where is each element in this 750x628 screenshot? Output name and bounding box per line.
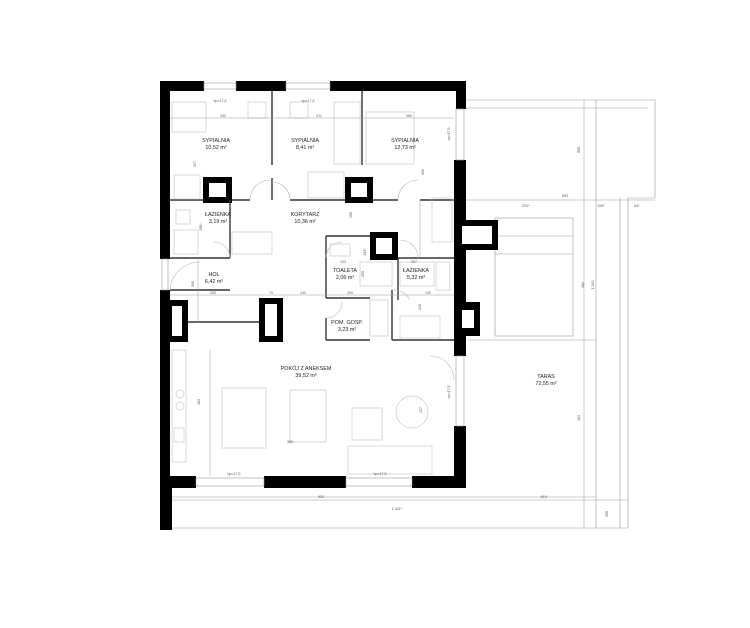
furniture <box>171 101 453 475</box>
dim-hp-a: hp=17,5 <box>213 99 226 103</box>
dim-133: 133 <box>340 260 346 264</box>
dim-64: 64* <box>634 204 640 208</box>
windows <box>161 82 465 487</box>
room-sypialnia-3-name: SYPIALNIA <box>391 138 419 144</box>
dim-332: 332 <box>220 114 226 118</box>
room-korytarz-name: KORYTARZ <box>291 212 321 218</box>
dim-305: 305 <box>191 281 195 287</box>
dim-130: 130 <box>425 291 431 295</box>
dim-1243: 1 243 <box>591 281 595 290</box>
dim-140: 140 <box>300 291 306 295</box>
dim-70: 70 <box>269 291 273 295</box>
room-sypialnia-1-area: 10,52 m² <box>205 145 226 151</box>
room-lazienka-1-area: 3,19 m² <box>209 219 227 225</box>
dim-192: 192* <box>363 248 367 256</box>
room-pom-gosp-name: POM. GOSP. <box>331 320 363 326</box>
dim-hp-c: hp=17,5 <box>447 127 451 140</box>
dim-464: 464 <box>577 415 581 421</box>
room-korytarz-area: 10,36 m² <box>294 219 315 225</box>
dim-257: 257 <box>411 260 417 264</box>
dim-158: 158* <box>199 223 203 231</box>
dimension-lines <box>170 100 655 528</box>
dim-195: 195 <box>349 212 353 218</box>
room-lazienka-2-area: 5,32 m² <box>407 275 425 281</box>
partitions <box>170 91 454 341</box>
room-hol-name: HOL <box>208 272 219 278</box>
dim-230: 230 <box>210 291 216 295</box>
room-labels: SYPIALNIA 10,52 m² SYPIALNIA 8,41 m² SYP… <box>202 138 557 387</box>
room-lazienka-2-name: ŁAZIENKA <box>403 268 429 274</box>
dim-491: 491* <box>540 495 548 499</box>
room-sypialnia-1-name: SYPIALNIA <box>202 138 230 144</box>
room-toaleta-area: 2,06 m² <box>336 275 354 281</box>
dim-202: 202* <box>522 204 530 208</box>
dim-1421: 1 421* <box>392 507 403 511</box>
dim-317: 317 <box>193 161 197 167</box>
dimension-labels: 332 211 380 hp=17,5 hp=17,5 hp=17,5 317 … <box>191 99 640 517</box>
room-sypialnia-3-area: 12,73 m² <box>394 145 415 151</box>
dim-200: 200 <box>347 291 353 295</box>
dim-437: 437 <box>419 407 423 413</box>
room-pokoj-area: 39,52 m² <box>295 373 316 379</box>
doors <box>169 179 455 381</box>
dim-930: 930 <box>318 495 324 499</box>
columns <box>166 177 498 342</box>
room-sypialnia-2-area: 8,41 m² <box>296 145 314 151</box>
dim-hp-b: hp=17,5 <box>301 99 314 103</box>
dim-693: 693 <box>562 194 568 198</box>
room-taras-name: TARAS <box>537 374 555 380</box>
room-pom-gosp-area: 3,23 m² <box>338 327 356 333</box>
dim-905: 905 <box>577 147 581 153</box>
dim-240: 240 <box>418 304 422 310</box>
room-toaleta-name: TOALETA <box>333 268 357 274</box>
room-hol-area: 6,42 m² <box>205 279 223 285</box>
dim-380b: 380 <box>287 440 293 444</box>
dim-155: 155 <box>605 511 609 517</box>
terrace-outline <box>172 99 656 529</box>
dim-hp-f: hp=17,5 <box>373 472 386 476</box>
room-pokoj-name: POKÓJ Z ANEKSEM <box>281 365 332 372</box>
room-taras-area: 72,55 m² <box>535 381 556 387</box>
dim-108: 108* <box>597 204 605 208</box>
dim-380: 380 <box>406 114 412 118</box>
dim-600: 600 <box>421 169 425 175</box>
dim-hp-e: hp=17,5 <box>227 472 240 476</box>
dim-250: 250 <box>361 271 365 277</box>
dim-211: 211 <box>316 114 322 118</box>
dim-284: 284 <box>581 282 585 288</box>
room-lazienka-1-name: ŁAZIENKA <box>205 212 231 218</box>
dim-403: 403 <box>197 399 201 405</box>
room-sypialnia-2-name: SYPIALNIA <box>291 138 319 144</box>
dim-hp-d: hp=17,5 <box>447 385 451 398</box>
